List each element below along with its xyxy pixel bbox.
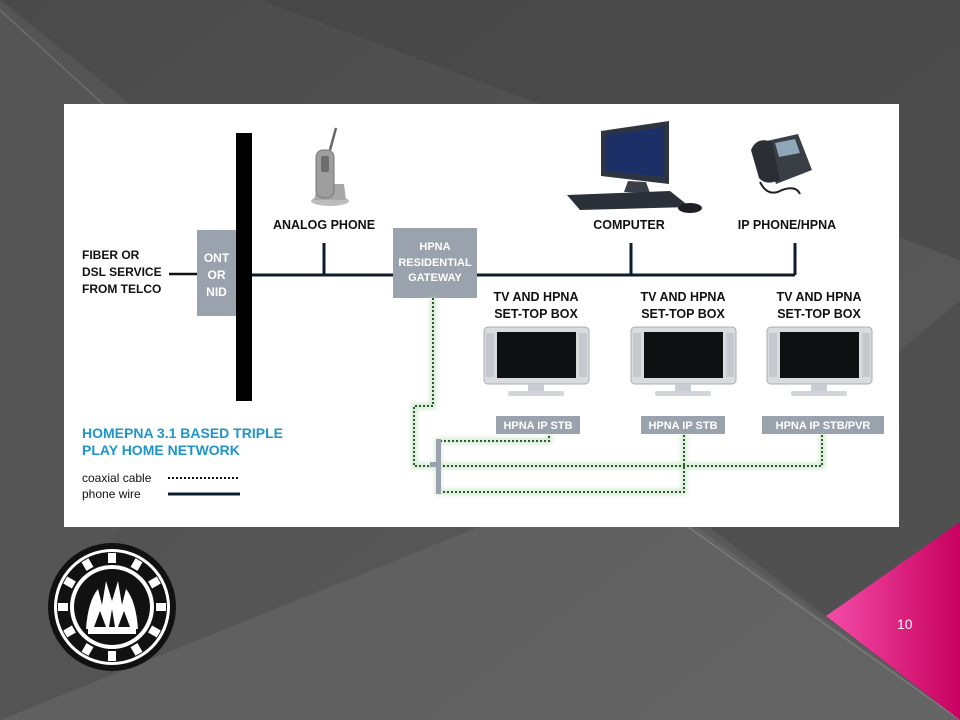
- ont-label-1: ONT: [204, 251, 230, 265]
- computer-icon: [567, 121, 702, 213]
- coax-splitter: [430, 439, 441, 494]
- magenta-accent: [826, 522, 960, 720]
- source-label-1: FIBER OR: [82, 248, 140, 262]
- tv1-label-1: TV AND HPNA: [494, 290, 579, 304]
- tv-icon: [766, 326, 873, 396]
- gateway-label-2: RESIDENTIAL: [398, 257, 472, 269]
- gateway-box: [393, 228, 477, 298]
- page-number: 10: [897, 616, 913, 632]
- university-seal-logo: [48, 543, 176, 671]
- ont-label-2: OR: [208, 268, 226, 282]
- phone-wire-bus: [252, 243, 797, 277]
- tv2-label-1: TV AND HPNA: [641, 290, 726, 304]
- gateway-label-1: HPNA: [419, 241, 450, 253]
- source-label-3: FROM TELCO: [82, 282, 161, 296]
- tv3-label-1: TV AND HPNA: [777, 290, 862, 304]
- stb2-label: HPNA IP STB: [648, 420, 717, 432]
- gateway-label-3: GATEWAY: [408, 272, 462, 284]
- computer-label: COMPUTER: [593, 218, 665, 232]
- main-trunk: [236, 133, 252, 401]
- stb3-box: [762, 416, 884, 434]
- bg-facet-bottom: [0, 470, 960, 720]
- ont-box: [197, 230, 236, 316]
- tv3-label-2: SET-TOP BOX: [777, 307, 861, 321]
- source-label-2: DSL SERVICE: [82, 265, 162, 279]
- analog-phone-label: ANALOG PHONE: [273, 218, 375, 232]
- stb3-label: HPNA IP STB/PVR: [776, 420, 871, 432]
- analog-phone-icon: [311, 127, 349, 206]
- stb2-box: [641, 416, 725, 434]
- ont-label-3: NID: [206, 285, 227, 299]
- legend-phone-label: phone wire: [82, 487, 141, 501]
- stb1-label: HPNA IP STB: [503, 420, 572, 432]
- tv-icon: [483, 326, 590, 396]
- tv1-label-2: SET-TOP BOX: [494, 307, 578, 321]
- tv2-label-2: SET-TOP BOX: [641, 307, 725, 321]
- diagram-title-2: PLAY HOME NETWORK: [82, 442, 240, 458]
- diagram-title-1: HOMEPNA 3.1 BASED TRIPLE: [82, 425, 283, 441]
- stb1-box: [496, 416, 580, 434]
- ip-phone-label: IP PHONE/HPNA: [738, 218, 836, 232]
- tv-icon: [630, 326, 737, 396]
- ip-phone-icon: [751, 134, 812, 195]
- legend-coax-label: coaxial cable: [82, 471, 152, 485]
- bg-edge-line: [649, 499, 960, 720]
